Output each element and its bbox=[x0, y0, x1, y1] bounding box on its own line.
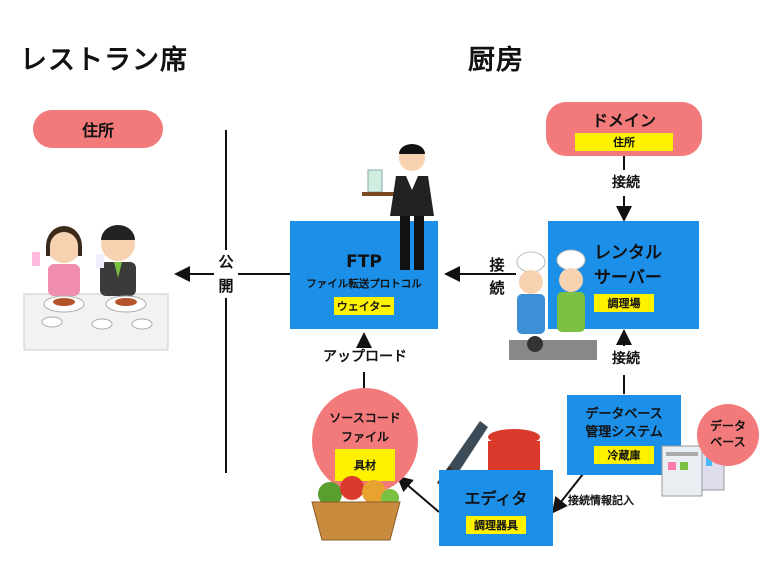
right-title: 厨房 bbox=[468, 45, 524, 76]
ftp-box: FTP ファイル転送プロトコル ウェイター bbox=[290, 221, 438, 329]
chefs-illustration bbox=[505, 248, 601, 364]
source-title: ソースコード ファイル bbox=[329, 410, 401, 444]
fridge-illustration bbox=[660, 440, 728, 498]
upload-label: アップロード bbox=[323, 349, 407, 365]
left-title: レストラン席 bbox=[20, 45, 188, 76]
rental-title: レンタル サーバー bbox=[594, 243, 662, 288]
source-tag: 具材 bbox=[335, 449, 395, 482]
domain-tag: 住所 bbox=[575, 133, 673, 151]
publish-label: 公 開 bbox=[214, 250, 238, 298]
ftp-subtitle: ファイル転送プロトコル bbox=[306, 277, 422, 290]
database-tag: 冷蔵庫 bbox=[594, 445, 654, 464]
data-circle: データ ベース bbox=[697, 404, 759, 466]
arrow-editor-to-basket bbox=[396, 475, 440, 513]
connect-label-rental: 接 続 bbox=[489, 256, 505, 297]
vegetable-basket-illustration bbox=[306, 474, 406, 544]
connect-label-db: 接続 bbox=[612, 351, 640, 367]
domain-label: ドメイン bbox=[591, 111, 656, 130]
ftp-title: FTP bbox=[346, 251, 382, 272]
connection-info-label: 接続情報記入 bbox=[568, 494, 634, 507]
waiter-illustration bbox=[360, 140, 440, 272]
editor-title: エディタ bbox=[464, 489, 528, 509]
address-pill: 住所 bbox=[33, 110, 163, 148]
diners-illustration bbox=[22, 212, 170, 354]
rental-tag: 調理場 bbox=[594, 294, 654, 312]
database-title: データベース 管理システム bbox=[585, 407, 663, 440]
data-circle-label: データ ベース bbox=[709, 419, 746, 449]
ftp-tag: ウェイター bbox=[334, 296, 394, 315]
arrow-db-to-editor bbox=[551, 473, 584, 514]
source-circle: ソースコード ファイル 具材 bbox=[312, 388, 418, 494]
editor-tag: 調理器具 bbox=[466, 515, 526, 534]
domain-pill: ドメイン 住所 bbox=[546, 102, 702, 156]
editor-box: エディタ 調理器具 bbox=[439, 470, 553, 546]
database-box: データベース 管理システム 冷蔵庫 bbox=[567, 395, 681, 475]
connect-label-domain: 接続 bbox=[612, 175, 640, 191]
